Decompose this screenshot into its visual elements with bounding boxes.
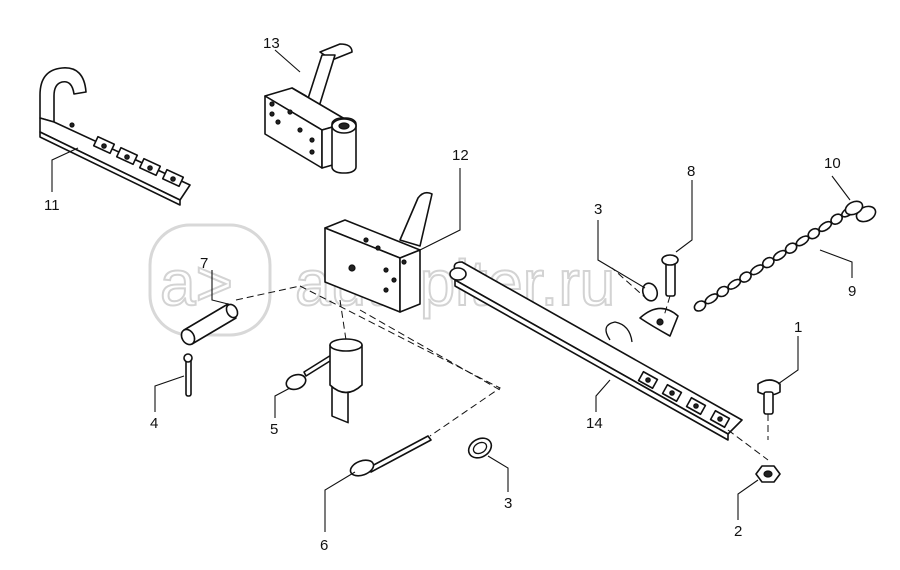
part-7-pin (180, 303, 239, 346)
callout-13: 13 (263, 35, 280, 52)
part-5-ring-pin (285, 338, 363, 394)
callout-9: 9 (848, 283, 856, 300)
callout-11: 11 (44, 197, 60, 214)
callout-5: 5 (270, 421, 278, 438)
part-13-hinge-bracket (264, 43, 357, 174)
part-10-chain-end-link (844, 200, 877, 223)
callout-2: 2 (734, 523, 742, 540)
callout-10: 10 (824, 155, 841, 172)
part-11-hook-strap (39, 67, 191, 206)
part-9-chain (693, 206, 855, 312)
callouts: 11 13 12 3 8 10 9 7 4 5 6 3 14 1 2 (44, 35, 856, 554)
callout-6: 6 (320, 537, 328, 554)
part-8-bolt (661, 254, 679, 297)
part-2-nut (755, 465, 781, 483)
part-12-mount-bracket (324, 191, 433, 424)
watermark-logo-frame (148, 223, 272, 337)
part-3-retaining-ring-lower (467, 437, 493, 459)
callout-12: 12 (452, 147, 469, 164)
callout-3-lower: 3 (504, 495, 512, 512)
part-1-bolt (757, 379, 781, 415)
callout-8: 8 (687, 163, 695, 180)
part-6-loop-pin (349, 435, 432, 477)
callout-3-upper: 3 (594, 201, 602, 218)
part-3-retaining-ring-upper (641, 282, 659, 302)
shackle (639, 307, 679, 337)
callout-7: 7 (200, 255, 208, 272)
callout-4: 4 (150, 415, 158, 432)
leader-lines (51, 49, 853, 532)
callout-14: 14 (586, 415, 603, 432)
part-4-split-pin (183, 353, 193, 397)
assembly-lines (235, 267, 769, 461)
callout-1: 1 (794, 319, 802, 336)
part-14-drawbar (449, 261, 743, 441)
